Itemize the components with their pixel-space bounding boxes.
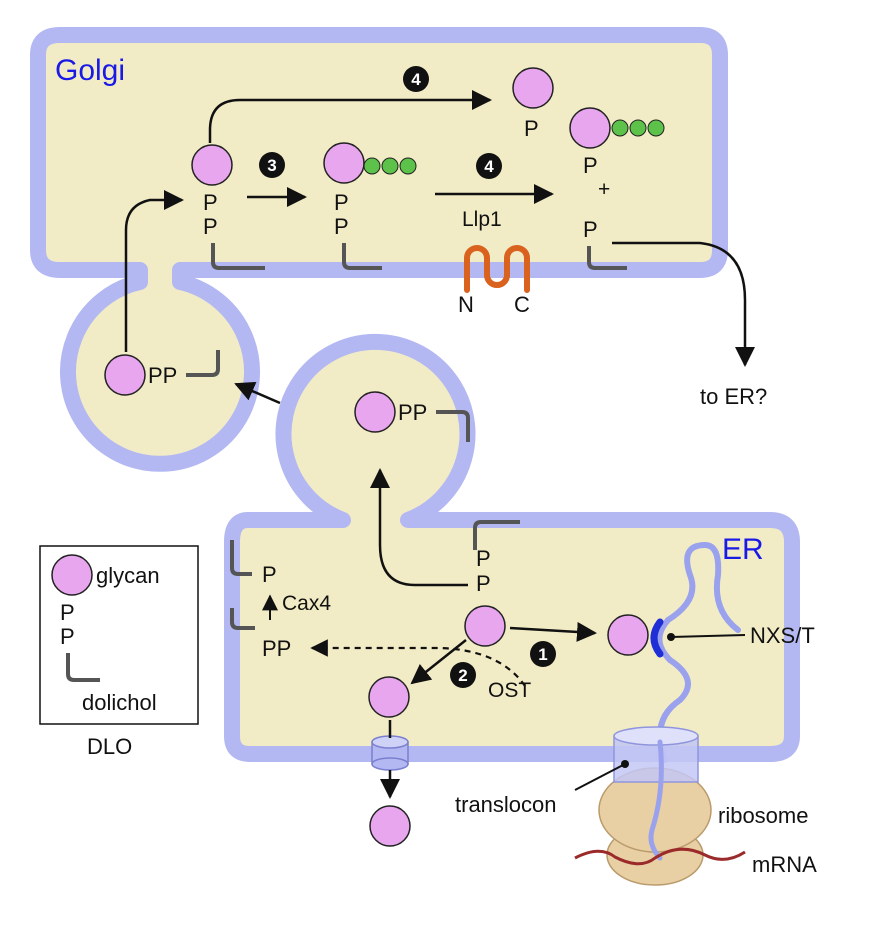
arrow-golgi-top [208, 90, 492, 143]
mrna-label: mRNA [752, 852, 817, 877]
phosphate-label: P [334, 214, 349, 239]
legend-glycan-label: glycan [96, 563, 160, 588]
step-2-marker [450, 662, 476, 688]
nxst-sequon-icon [650, 618, 664, 658]
glycan-icon [569, 107, 611, 149]
pyrophosphate-label: PP [262, 636, 291, 661]
phosphate-label: P [203, 190, 218, 215]
phosphate-label: P [262, 562, 277, 587]
er-compartment [224, 334, 800, 762]
c-terminus-label: C [514, 292, 530, 317]
phosphate-label: P [203, 214, 218, 239]
pointer-line [670, 634, 746, 638]
glycan-icon [607, 614, 649, 656]
glycan-icon [354, 391, 396, 433]
glycan-icon [191, 144, 233, 186]
step-4-marker [476, 153, 502, 179]
dolichol-icon [211, 243, 265, 270]
legend-box: glycan P P dolichol [39, 545, 199, 725]
arrow-vesicle-transport [234, 381, 281, 405]
step-4-marker-top [403, 66, 429, 92]
nxst-label: NXS/T [750, 623, 815, 648]
legend-dolichol-label: dolichol [82, 690, 157, 715]
step-1-label: 1 [538, 645, 547, 664]
glycan-icon [368, 676, 410, 718]
dolichol-icon [230, 608, 255, 630]
sugar-icon [629, 119, 647, 137]
arrow-to-er [612, 241, 755, 367]
golgi-compartment [30, 27, 728, 472]
step-1-marker [530, 641, 556, 667]
arrow-step-1 [509, 621, 597, 642]
arrow-step-2 [410, 639, 467, 685]
sugar-icon [611, 119, 629, 137]
step-3-label: 3 [267, 156, 276, 175]
phosphate-label: P [334, 190, 349, 215]
ribosome-label: ribosome [718, 803, 808, 828]
phosphate-label: P [583, 153, 598, 178]
ost-label: OST [488, 679, 531, 702]
glycan-icon [104, 354, 146, 396]
step-4-label: 4 [484, 157, 494, 176]
pyrophosphate-label: PP [398, 400, 427, 425]
pointer-line [574, 763, 626, 791]
phosphate-label: P [60, 600, 75, 625]
glycan-icon [323, 142, 365, 184]
dolichol-icon [230, 540, 252, 576]
glycan-icon [51, 554, 93, 596]
glycan-icon [512, 67, 554, 109]
sugar-icon [399, 157, 417, 175]
arrow-vesicle-to-golgi [124, 190, 184, 352]
llp1-protein-icon [464, 245, 530, 293]
plus-sign: + [598, 178, 610, 201]
er-label: ER [722, 533, 764, 566]
glycan-icon [369, 805, 411, 847]
arrow-dashed-hydrolysis [310, 639, 526, 687]
dolichol-icon [342, 243, 382, 270]
step-2-label: 2 [458, 666, 467, 685]
dolichol-icon [186, 350, 220, 377]
step-4-label-top: 4 [411, 70, 421, 89]
llp1-label: Llp1 [462, 208, 502, 231]
translocon-label: translocon [455, 792, 557, 817]
dolichol-icon [66, 653, 100, 682]
step-3-marker [259, 152, 285, 178]
to-er-label: to ER? [700, 384, 767, 409]
pyrophosphate-label: PP [148, 363, 177, 388]
legend-title: DLO [87, 734, 132, 759]
sugar-icon [363, 157, 381, 175]
polypeptide-chain [656, 541, 741, 763]
mrna-strand [574, 847, 746, 866]
sugar-icon [647, 119, 665, 137]
phosphate-label: P [60, 624, 75, 649]
n-terminus-label: N [458, 292, 474, 317]
sugar-icon [381, 157, 399, 175]
cax4-label: Cax4 [282, 592, 331, 615]
transporter-icon [371, 735, 409, 771]
glycan-icon [464, 605, 506, 647]
phosphate-label: P [476, 546, 491, 571]
arrow-er-to-vesicle [370, 468, 468, 587]
dolichol-icon [473, 520, 520, 550]
golgi-label: Golgi [55, 54, 125, 87]
translocon-icon [613, 726, 699, 783]
phosphate-label: P [583, 217, 598, 242]
phosphate-label: P [476, 571, 491, 596]
dolichol-icon [436, 410, 470, 442]
phosphate-label: P [524, 116, 539, 141]
dolichol-icon [587, 246, 627, 270]
